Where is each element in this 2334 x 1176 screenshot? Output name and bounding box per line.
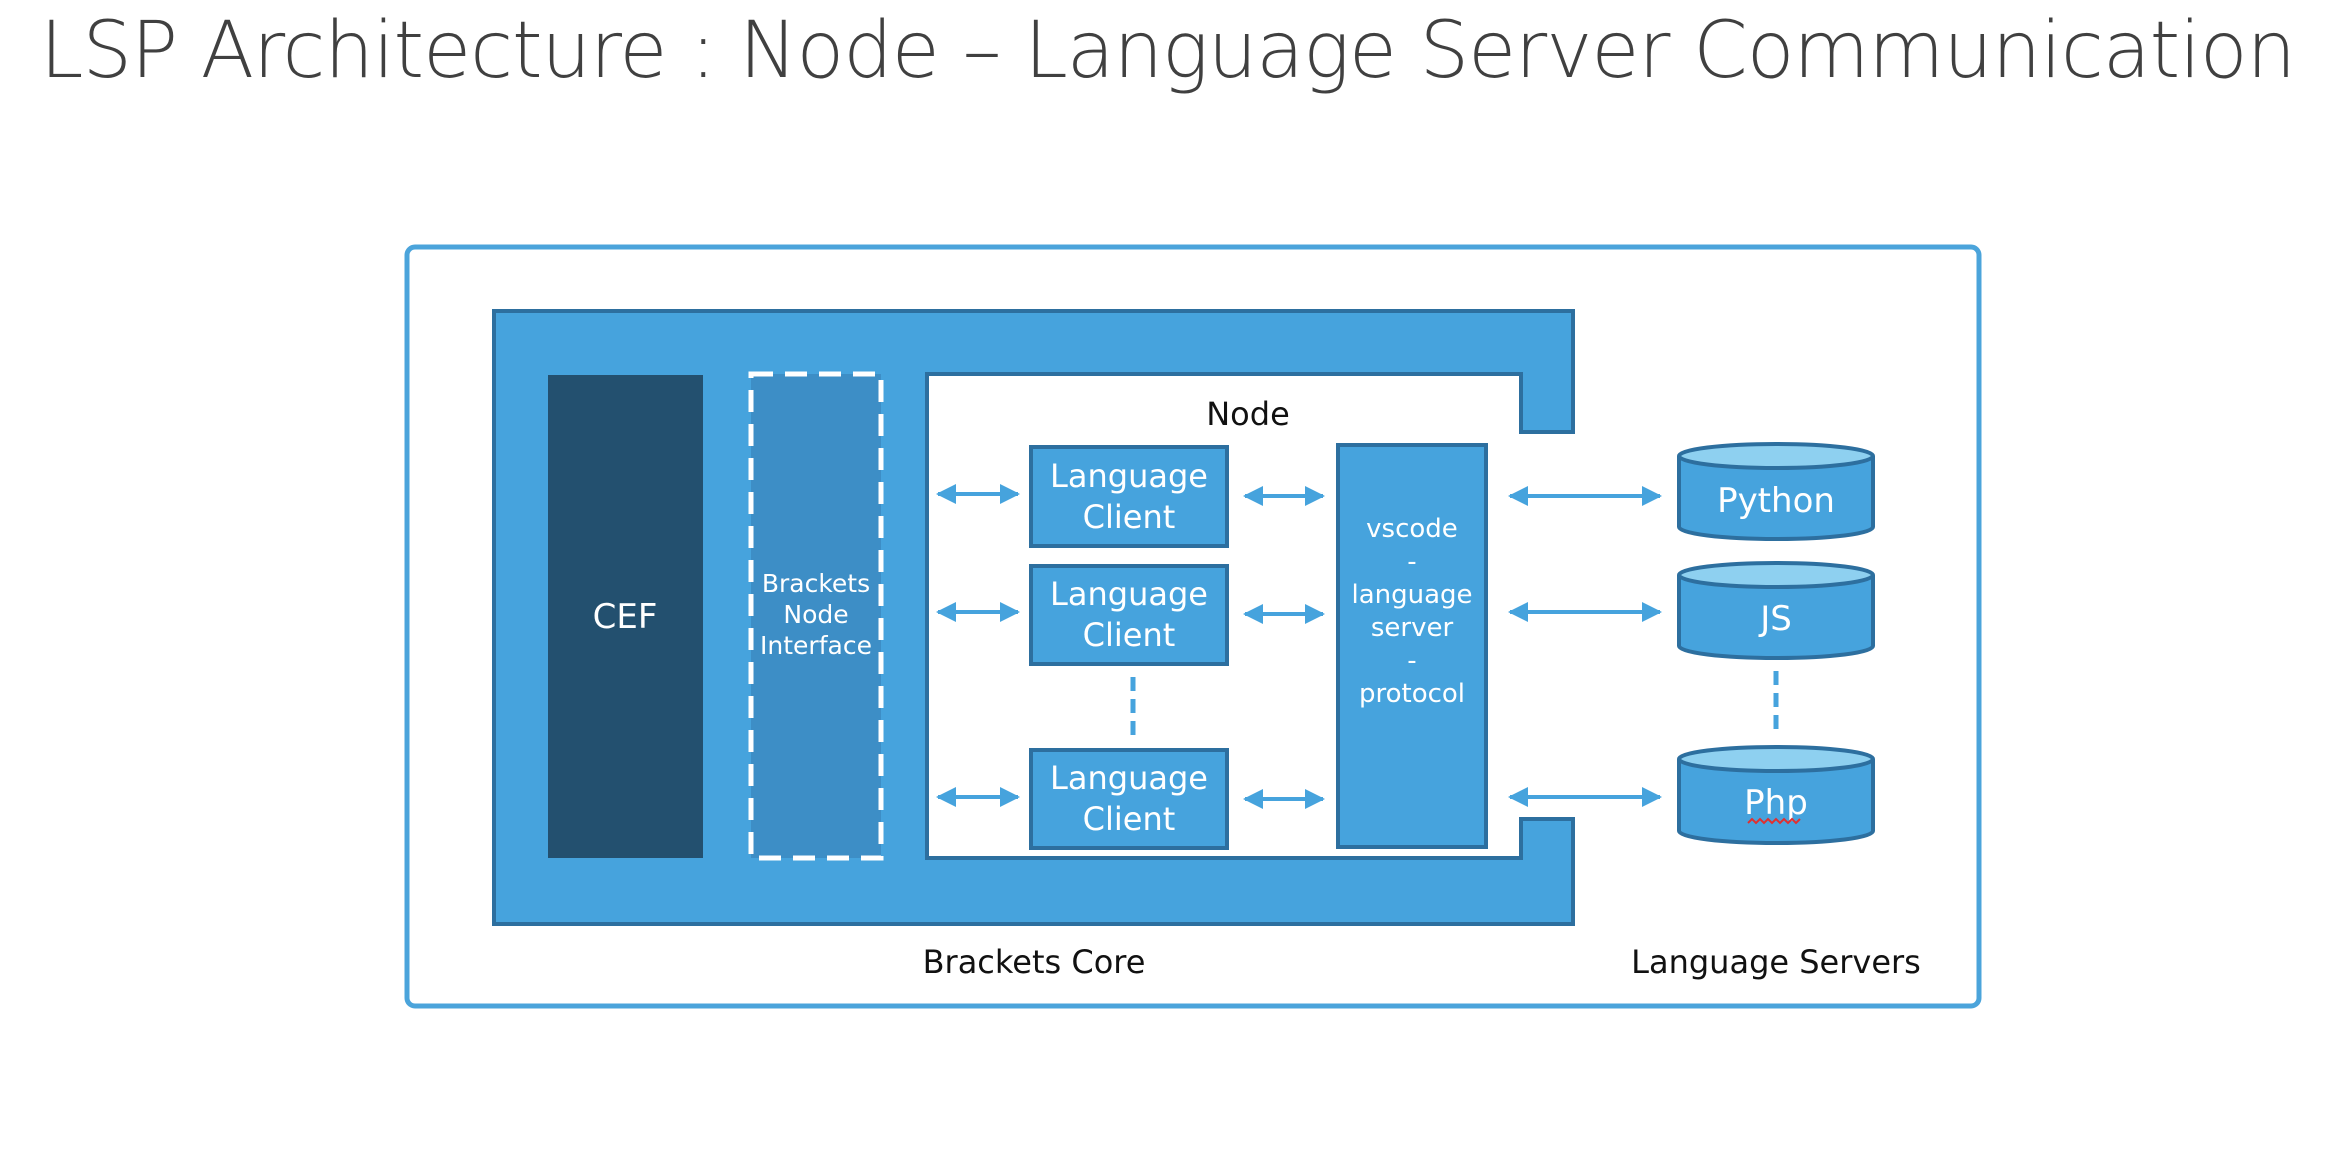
node-label: Node [1206, 395, 1290, 433]
database-php: Php [1677, 745, 1875, 845]
spellcheck-underline [1747, 817, 1801, 825]
protocol-line-2: - [1407, 547, 1416, 577]
server-php-label: Php [1744, 783, 1808, 823]
protocol-line-6: protocol [1359, 679, 1465, 709]
bni-line-1: Brackets [762, 569, 870, 598]
protocol-line-4: server [1371, 613, 1454, 643]
language-client-1-line-2: Client [1083, 498, 1176, 536]
language-client-3-line-1: Language [1050, 759, 1208, 797]
brackets-core-label: Brackets Core [923, 943, 1146, 981]
vscode-protocol-block [1336, 443, 1488, 849]
language-servers-label: Language Servers [1631, 943, 1921, 981]
server-python-label: Python [1717, 481, 1835, 521]
brackets-node-interface-block [748, 371, 884, 861]
language-client-1: Language Client [1029, 445, 1229, 548]
protocol-line-1: vscode [1366, 514, 1458, 544]
bni-line-3: Interface [760, 631, 872, 660]
language-client-1-line-1: Language [1050, 457, 1208, 495]
cef-label: CEF [593, 597, 658, 637]
language-client-3-line-2: Client [1083, 800, 1176, 838]
page-title: LSP Architecture : Node – Language Serve… [40, 6, 2296, 96]
protocol-line-3: language [1351, 580, 1472, 610]
database-js: JS [1677, 561, 1875, 660]
bni-line-2: Node [783, 600, 848, 629]
language-client-2: Language Client [1029, 564, 1229, 666]
language-client-2-line-2: Client [1083, 616, 1176, 654]
language-client-2-line-1: Language [1050, 575, 1208, 613]
language-client-3: Language Client [1029, 748, 1229, 850]
database-python: Python [1677, 442, 1875, 541]
server-js-label: JS [1758, 599, 1792, 639]
protocol-line-5: - [1407, 646, 1416, 676]
cef-block [548, 375, 703, 858]
